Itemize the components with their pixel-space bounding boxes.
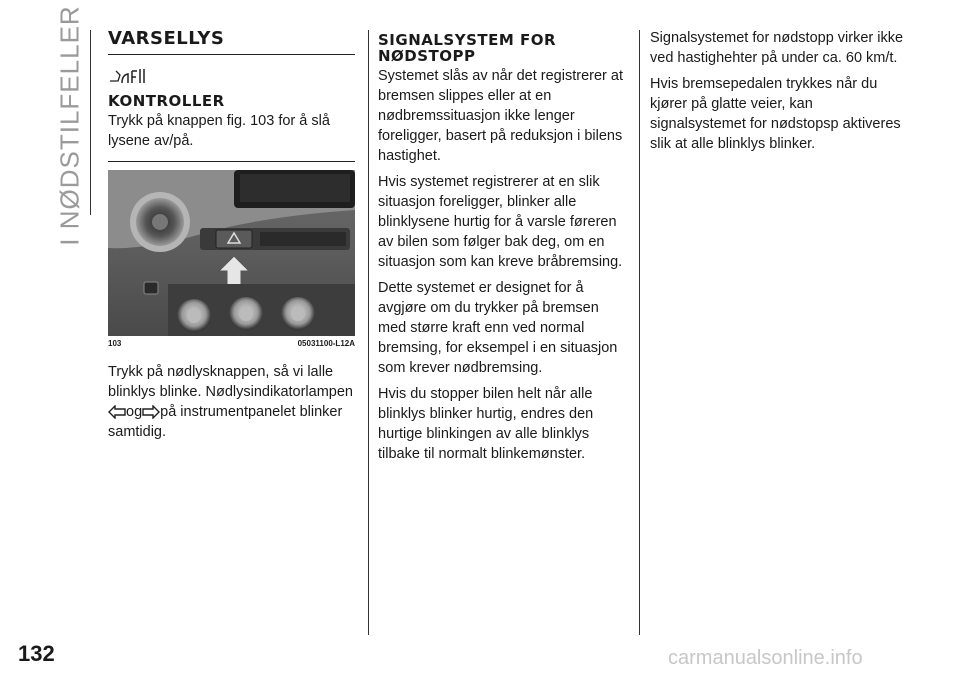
section-side-tab: I NØDSTILFELLER <box>48 5 92 245</box>
right-turn-indicator-icon <box>142 405 161 419</box>
column-divider-2 <box>639 30 640 635</box>
paragraph-4: Hvis du stopper bilen helt når alle blin… <box>378 386 594 462</box>
intro-paragraph: Trykk på knappen fig. 103 for å slå lyse… <box>108 113 330 149</box>
paragraph-2: Hvis bremsepedalen trykkes når du kjører… <box>650 76 901 152</box>
hazard-paragraph: Trykk på nødlysknappen, så vi lalle blin… <box>108 362 355 442</box>
figure: 103 05031100-L12A <box>108 161 355 348</box>
section-label: I NØDSTILFELLER <box>54 4 85 246</box>
column-divider-1 <box>368 30 369 635</box>
column-3: Signalsystemet for nødstopp virker ikke … <box>650 28 912 160</box>
column-1: VARSELLYS KONTROLLER Trykk på knappen fi… <box>108 28 355 448</box>
paragraph-1: Systemet slås av når det registrerer at … <box>378 68 623 164</box>
paragraph-2: Hvis systemet registrerer at en slik sit… <box>378 174 623 270</box>
dashboard-hazard-button-photo <box>108 170 355 336</box>
figure-top-rule <box>108 161 355 162</box>
hazard-paragraph-part2: på instrumentpanelet blinker <box>160 404 343 420</box>
side-tab-divider <box>90 30 91 215</box>
figure-code: 05031100-L12A <box>297 339 355 348</box>
paragraph-3: Dette systemet er designet for å avgjøre… <box>378 280 618 376</box>
icon-row <box>108 63 355 89</box>
section-title-line-2: NØDSTOPP <box>378 47 476 65</box>
title-rule <box>108 54 355 55</box>
and-word: og <box>126 404 143 420</box>
column-2: SIGNALSYSTEM FOR NØDSTOPP Systemet slås … <box>378 28 628 470</box>
section-title: VARSELLYS <box>108 28 225 49</box>
watermark: carmanualsonline.info <box>668 647 863 669</box>
section-title-line-1: SIGNALSYSTEM FOR <box>378 31 557 49</box>
page-number: 132 <box>18 641 55 666</box>
hazard-paragraph-part3: samtidig. <box>108 424 167 440</box>
figure-number: 103 <box>108 339 122 348</box>
hazard-paragraph-part1: Trykk på nødlysknappen, så vi lalle blin… <box>108 364 353 400</box>
hazard-lights-symbol-icon <box>110 69 145 84</box>
subsection-title: KONTROLLER <box>108 92 225 110</box>
paragraph-1: Signalsystemet for nødstopp virker ikke … <box>650 30 904 66</box>
figure-caption: 103 05031100-L12A <box>108 336 355 348</box>
left-turn-indicator-icon <box>108 405 126 419</box>
